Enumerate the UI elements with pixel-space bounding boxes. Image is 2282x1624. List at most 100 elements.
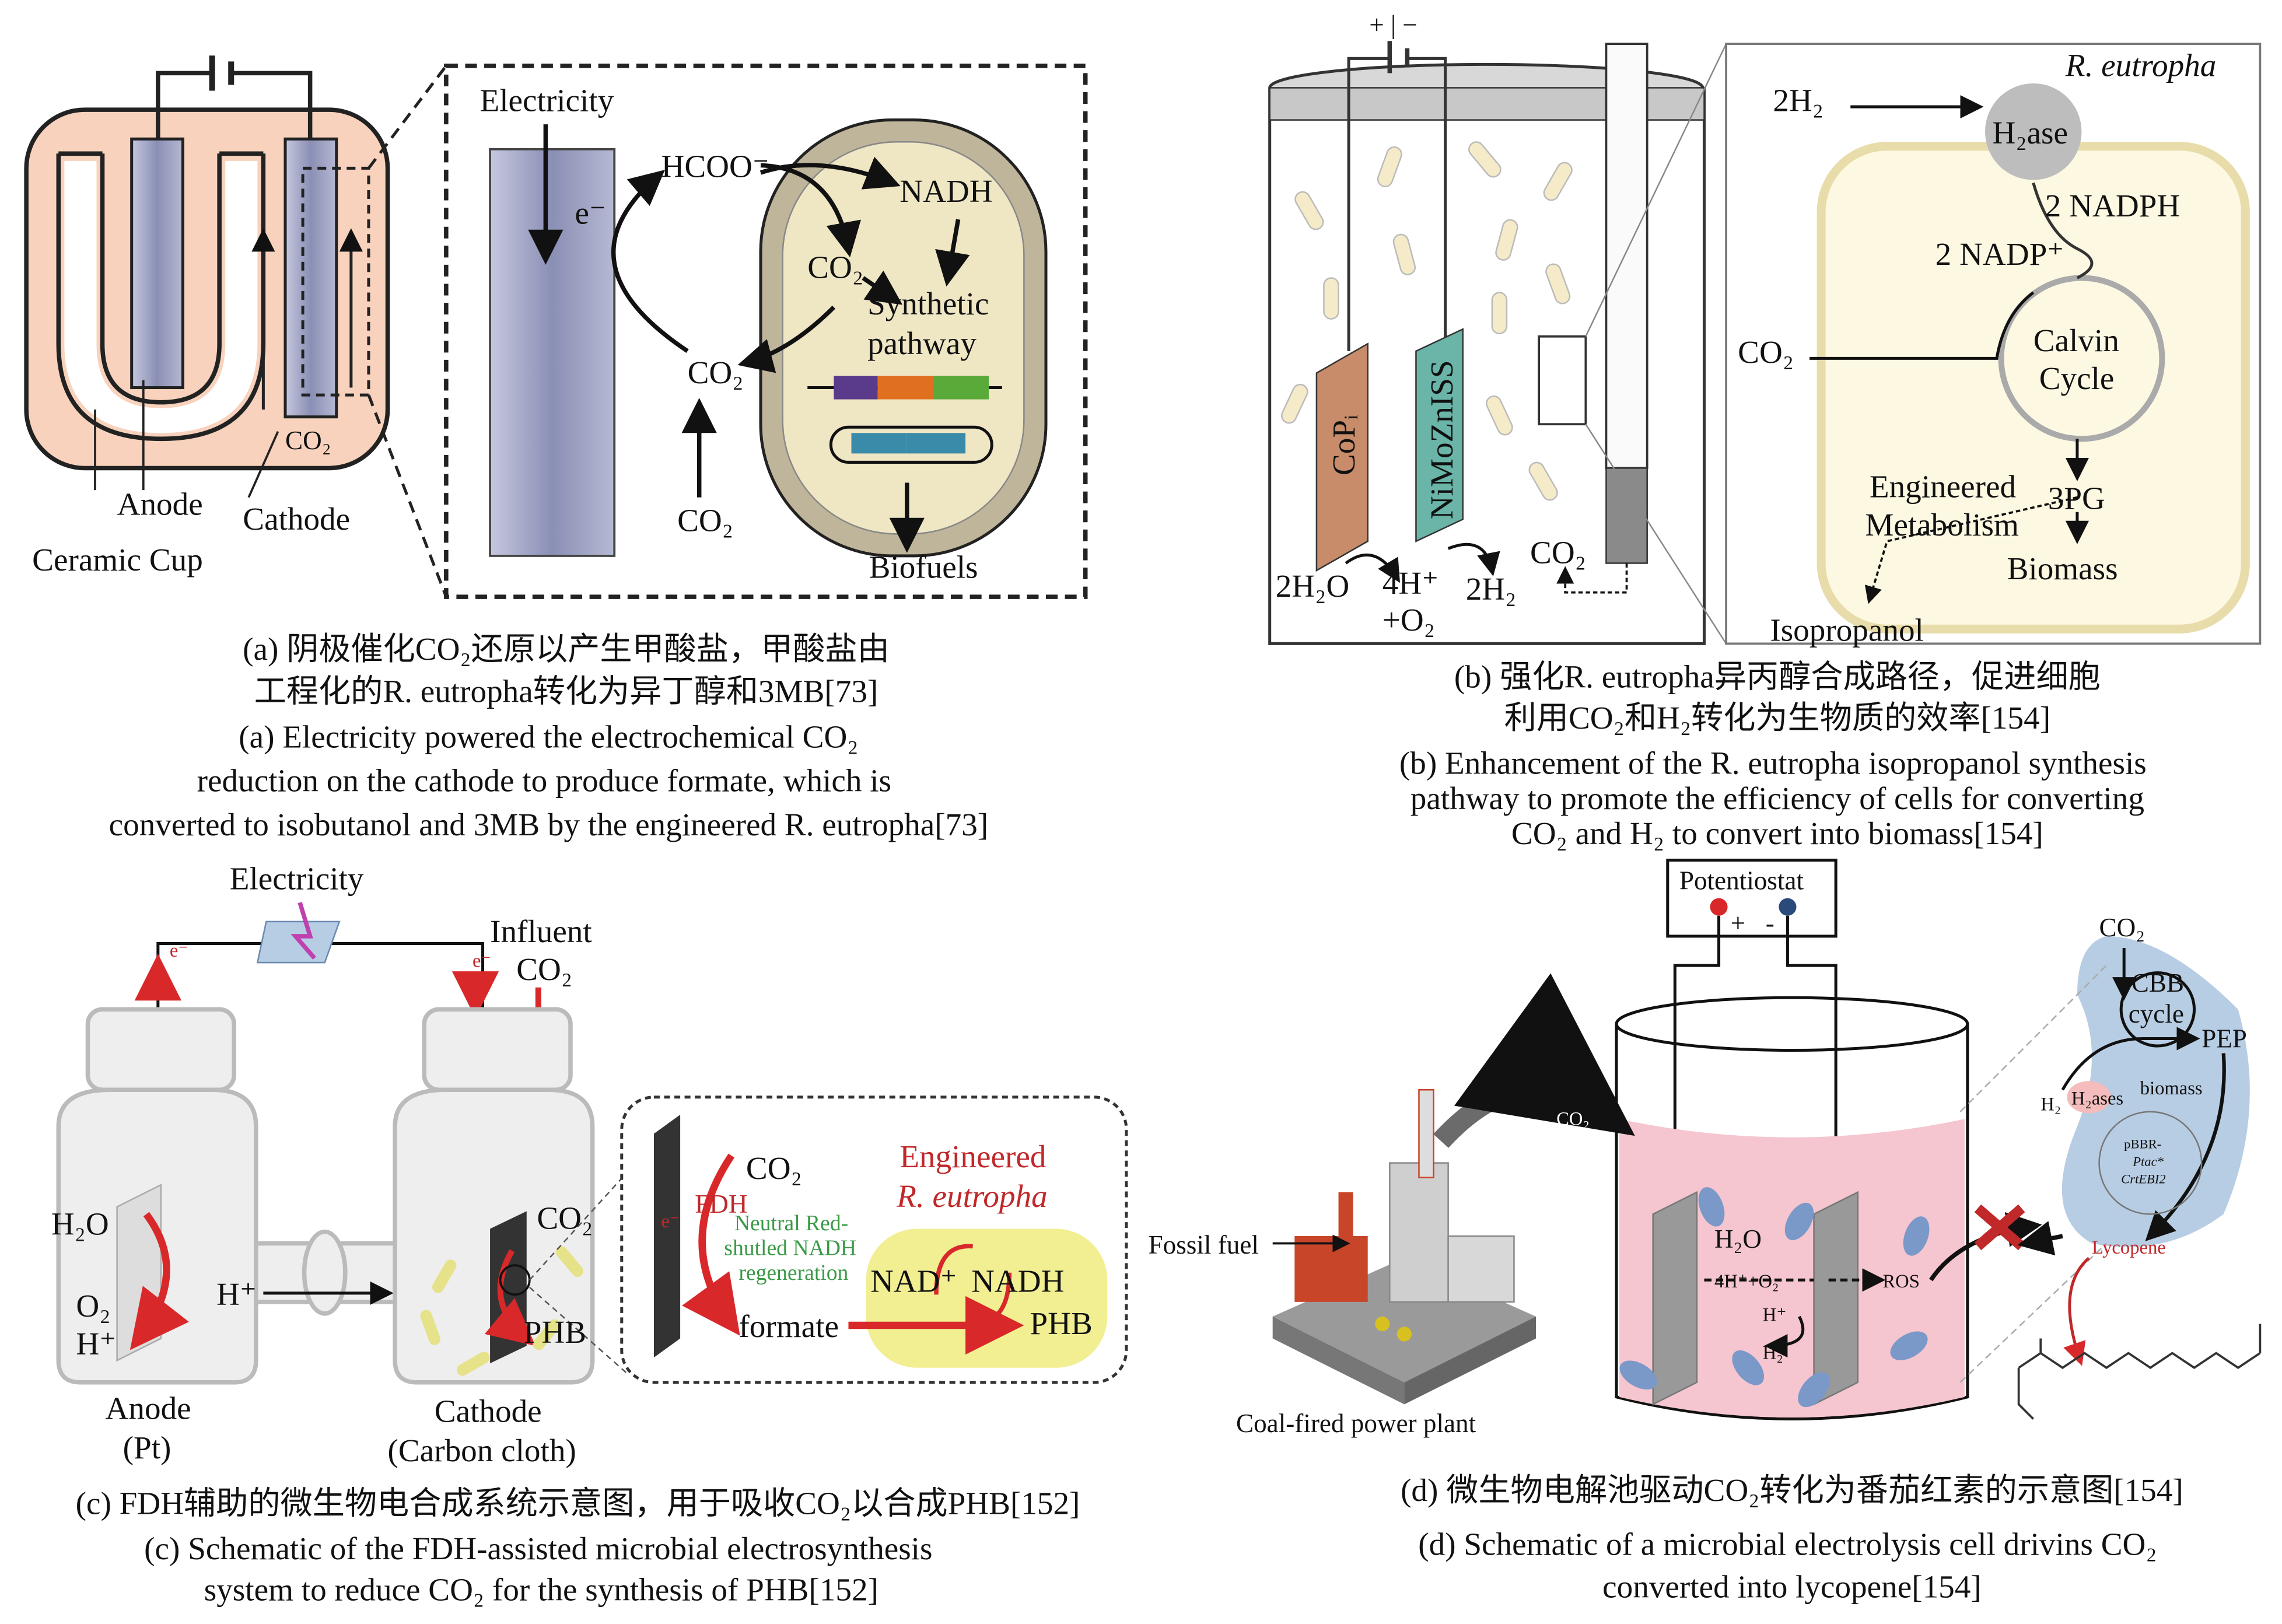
caption-a-en-3: converted to isobutanol and 3MB by the e… bbox=[108, 806, 989, 843]
caption-a-cn-2: 工程化的R. eutropha转化为异丁醇和3MB[73] bbox=[254, 673, 878, 710]
label-cycle: Cycle bbox=[2039, 359, 2115, 397]
label-2h2: 2H₂ bbox=[1465, 570, 1517, 607]
label-biomass: Biomass bbox=[2007, 550, 2118, 587]
label-battery: + | − bbox=[1369, 10, 1418, 40]
h2ase-enzyme bbox=[1985, 83, 2082, 180]
label-h-plus-d: H⁺ bbox=[1762, 1303, 1787, 1325]
caption-b-en-3: CO₂ and H₂ to convert into biomass[154] bbox=[1511, 814, 2043, 852]
label-ros: ROS bbox=[1882, 1269, 1920, 1292]
label-h-plus: H⁺ bbox=[216, 1275, 257, 1312]
caption-d-cn: (d) 微生物电解池驱动CO₂转化为番茄红素的示意图[154] bbox=[1401, 1471, 2183, 1508]
caption-a-cn-1: (a) 阴极催化CO₂还原以产生甲酸盐，甲酸盐由 bbox=[243, 630, 890, 667]
label-lycopene: Lycopene bbox=[2092, 1236, 2166, 1258]
label-3pg: 3PG bbox=[2048, 480, 2105, 517]
label-nadp: 2 NADP⁺ bbox=[1935, 235, 2064, 272]
caption-a-en-1: (a) Electricity powered the electrochemi… bbox=[239, 718, 859, 755]
label-engineered: Engineered bbox=[1869, 468, 2017, 505]
label-o2-c: O₂ bbox=[76, 1287, 111, 1324]
label-biomass-d: biomass bbox=[2140, 1076, 2203, 1099]
inhibition-x-icon bbox=[1974, 1204, 2025, 1251]
label-4h: 4H⁺ bbox=[1382, 564, 1439, 601]
label-nimozniss: NiMoZnISS bbox=[1423, 360, 1460, 520]
label-neutral-red: Neutral Red- bbox=[734, 1212, 849, 1237]
label-nadh-c: NADH bbox=[971, 1262, 1065, 1299]
label-e-right: e⁻ bbox=[472, 949, 491, 972]
label-inset-e: e⁻ bbox=[661, 1209, 680, 1232]
label-calvin: Calvin bbox=[2033, 321, 2119, 359]
label-r-eutropha-c: R. eutropha bbox=[897, 1177, 1048, 1214]
label-electron: e⁻ bbox=[575, 194, 607, 232]
label-4h-o2: 4H⁺+O₂ bbox=[1714, 1269, 1779, 1292]
label-plasmid-1: pBBR- bbox=[2124, 1136, 2162, 1152]
label-shutled-nadh: shutled NADH bbox=[724, 1237, 857, 1261]
power-plant-icon bbox=[1272, 1088, 1536, 1405]
caption-b-en-2: pathway to promote the efficiency of cel… bbox=[1410, 779, 2144, 817]
label-h2o-c: H₂O bbox=[51, 1205, 109, 1242]
caption-c-en-1: (c) Schematic of the FDH-assisted microb… bbox=[144, 1530, 933, 1567]
inset-electrode bbox=[489, 148, 616, 557]
cell-d bbox=[2062, 936, 2250, 1247]
label-electricity-c: Electricity bbox=[229, 860, 364, 897]
label-co2-cathode: CO₂ bbox=[537, 1199, 593, 1237]
label-formate: formate bbox=[738, 1307, 839, 1345]
label-co2-cell: CO₂ bbox=[807, 249, 864, 286]
label-co2-arrow: CO₂ bbox=[1556, 1107, 1590, 1129]
label-h2-d: H₂ bbox=[1762, 1341, 1783, 1364]
label-isopropanol: Isopropanol bbox=[1770, 611, 1924, 648]
label-nad: NAD⁺ bbox=[870, 1262, 957, 1299]
label-nadh: NADH bbox=[900, 172, 993, 209]
lycopene-structure bbox=[2017, 1324, 2262, 1420]
label-minus: - bbox=[1765, 908, 1774, 938]
panel-a-art bbox=[24, 55, 1088, 599]
label-o2: +O₂ bbox=[1382, 601, 1435, 638]
label-e-left: e⁻ bbox=[169, 939, 188, 961]
label-h2ase: H₂ase bbox=[1992, 114, 2068, 151]
caption-a-en-2: reduction on the cathode to produce form… bbox=[197, 762, 892, 799]
label-anode-c: Anode bbox=[105, 1390, 191, 1427]
label-power-plant: Coal-fired power plant bbox=[1236, 1408, 1476, 1438]
label-hcoo: HCOO⁻ bbox=[661, 148, 769, 184]
label-organism: R. eutropha bbox=[2065, 47, 2217, 83]
label-electricity: Electricity bbox=[480, 82, 614, 119]
label-h2ases: H₂ases bbox=[2071, 1087, 2124, 1109]
label-phb: PHB bbox=[1030, 1304, 1093, 1342]
label-synthetic: Synthetic bbox=[867, 285, 989, 322]
label-regeneration: regeneration bbox=[738, 1262, 849, 1286]
label-metabolism: Metabolism bbox=[1865, 506, 2019, 543]
label-copi: CoPᵢ bbox=[1325, 414, 1362, 476]
label-2h2o: 2H₂O bbox=[1275, 567, 1350, 604]
caption-c-en-2: system to reduce CO₂ for the synthesis o… bbox=[204, 1571, 878, 1608]
label-fdh: FDH bbox=[695, 1189, 748, 1219]
label-engineered-c: Engineered bbox=[900, 1138, 1046, 1175]
label-influent-co2: CO₂ bbox=[516, 951, 573, 988]
caption-d-en-1: (d) Schematic of a microbial electrolysi… bbox=[1418, 1525, 2157, 1563]
label-fossil-fuel: Fossil fuel bbox=[1148, 1230, 1259, 1260]
label-cbb: CBB bbox=[2131, 968, 2185, 998]
potentiostat-box bbox=[1666, 859, 1838, 938]
caption-b-en-1: (b) Enhancement of the R. eutropha isopr… bbox=[1399, 744, 2147, 782]
caption-b-cn-2: 利用CO₂和H₂转化为生物质的效率[154] bbox=[1504, 699, 2051, 736]
label-biofuels: Biofuels bbox=[869, 548, 978, 586]
beaker bbox=[1268, 88, 1706, 645]
label-co2-cell-d: CO₂ bbox=[2099, 912, 2145, 942]
label-plasmid-2: Ptac* bbox=[2133, 1154, 2164, 1169]
label-cathode-c: Cathode bbox=[434, 1392, 542, 1430]
anode-electrode bbox=[130, 137, 184, 390]
caption-d-en-2: converted into lycopene[154] bbox=[1602, 1568, 1982, 1605]
panel-b-art bbox=[1268, 41, 2262, 645]
caption-b-cn-1: (b) 强化R. eutropha异丙醇合成路径，促进细胞 bbox=[1454, 658, 2101, 695]
label-cathode: Cathode bbox=[243, 500, 351, 537]
label-pathway: pathway bbox=[867, 324, 977, 362]
label-potentiostat: Potentiostat bbox=[1679, 866, 1804, 895]
label-influent: Influent bbox=[490, 912, 592, 950]
caption-c-cn: (c) FDH辅助的微生物电合成系统示意图，用于吸收CO₂以合成PHB[152] bbox=[75, 1485, 1080, 1522]
label-h2o-d: H₂O bbox=[1714, 1224, 1762, 1254]
label-co2-mid: CO₂ bbox=[687, 354, 744, 391]
label-anode-pt: (Pt) bbox=[123, 1429, 172, 1466]
label-plus: + bbox=[1730, 908, 1746, 938]
label-h-anode: H⁺ bbox=[76, 1325, 117, 1362]
panel-c-art bbox=[56, 902, 1128, 1385]
cathode-electrode bbox=[284, 137, 338, 419]
